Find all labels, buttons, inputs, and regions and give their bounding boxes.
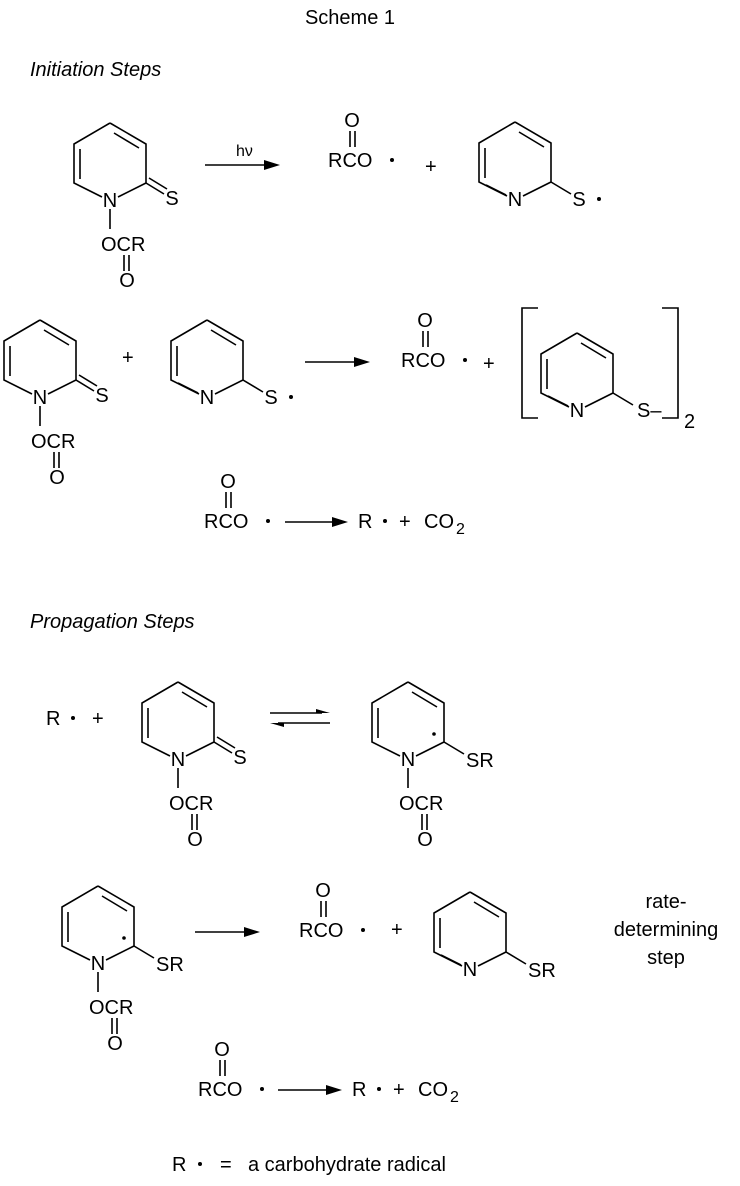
svg-text:R: R [358,511,372,533]
rate-determining-step-label: rate- determining step [614,891,719,969]
decarboxylation-products: R + CO 2 [352,1079,459,1106]
svg-text:S: S [233,747,246,769]
equilibrium-arrows-icon [270,709,330,727]
svg-text:O: O [119,270,135,292]
acyloxy-radical: O RCO [204,471,270,533]
svg-text:N: N [200,387,214,409]
svg-text:S: S [95,385,108,407]
hv-label: hν [236,143,253,160]
scheme-title: Scheme 1 [305,7,395,29]
dimer-brackets [521,307,679,419]
dipyridyl-disulfide: N S– [540,332,662,422]
svg-text:R: R [172,1154,186,1176]
acyloxy-radical: O RCO [198,1039,264,1101]
svg-text:O: O [187,829,203,851]
svg-text:CO: CO [418,1079,448,1101]
pyridyl-sulfide: N SR [433,891,556,982]
radical-definition: R = a carbohydrate radical [172,1154,446,1176]
svg-text:SR: SR [466,750,494,772]
carbon-radical: R + [46,708,104,730]
svg-text:N: N [401,749,415,771]
svg-text:=: = [220,1154,232,1176]
svg-text:RCO: RCO [198,1079,242,1101]
svg-text:N: N [508,189,522,211]
svg-text:RCO: RCO [328,150,372,172]
acyloxy-radical: O RCO [401,310,467,372]
svg-text:rate-: rate- [645,891,686,913]
svg-text:S–: S– [637,400,662,422]
arrow-icon [278,1085,342,1095]
svg-text:SR: SR [156,954,184,976]
svg-text:SR: SR [528,960,556,982]
svg-text:S: S [572,189,585,211]
svg-text:OCR: OCR [101,234,145,256]
svg-text:a carbohydrate radical: a carbohydrate radical [248,1154,446,1176]
svg-text:O: O [107,1033,123,1055]
svg-text:S: S [165,188,178,210]
n-acyloxy-pyridinethione: N S OCR O [73,122,179,292]
plus: + [483,353,495,375]
svg-text:OCR: OCR [89,997,133,1019]
svg-text:R: R [46,708,60,730]
svg-text:O: O [49,467,65,489]
svg-text:R: R [352,1079,366,1101]
n-acyloxy-pyridinethione: N S OCR O [3,319,109,489]
radical-adduct: N SR OCR O [371,681,494,851]
n-acyloxy-pyridinethione: N S OCR O [141,681,247,851]
plus: + [391,919,403,941]
svg-text:+: + [399,511,411,533]
svg-text:+: + [92,708,104,730]
svg-text:O: O [220,471,236,493]
svg-text:N: N [91,953,105,975]
svg-text:RCO: RCO [401,350,445,372]
svg-text:CO: CO [424,511,454,533]
svg-text:N: N [171,749,185,771]
svg-text:OCR: OCR [169,793,213,815]
svg-text:O: O [315,880,331,902]
arrow-icon [195,927,260,937]
svg-text:RCO: RCO [299,920,343,942]
section-propagation: Propagation Steps [30,611,195,633]
svg-text:OCR: OCR [399,793,443,815]
svg-text:O: O [214,1039,230,1061]
svg-text:OCR: OCR [31,431,75,453]
svg-text:+: + [393,1079,405,1101]
svg-text:RCO: RCO [204,511,248,533]
svg-text:O: O [344,110,360,132]
svg-text:step: step [647,947,685,969]
svg-text:determining: determining [614,919,719,941]
dimer-subscript: 2 [684,411,695,433]
svg-text:2: 2 [456,521,465,538]
pyridylthiyl-radical: N S [170,319,293,409]
svg-text:N: N [103,190,117,212]
svg-text:S: S [264,387,277,409]
acyloxy-radical: O RCO [299,880,365,942]
arrow-icon [285,517,348,527]
pyridylthiyl-radical: N S [478,121,601,211]
arrow-icon [205,160,280,170]
radical-adduct: N SR OCR O [61,885,184,1055]
svg-text:N: N [570,400,584,422]
section-initiation: Initiation Steps [30,59,161,81]
decarboxylation-products: R + CO 2 [358,511,465,538]
plus: + [425,156,437,178]
svg-text:O: O [417,310,433,332]
svg-text:N: N [463,959,477,981]
arrow-icon [305,357,370,367]
svg-text:O: O [417,829,433,851]
svg-text:2: 2 [450,1089,459,1106]
svg-text:N: N [33,387,47,409]
acyloxy-radical: O RCO [328,110,394,172]
plus: + [122,347,134,369]
